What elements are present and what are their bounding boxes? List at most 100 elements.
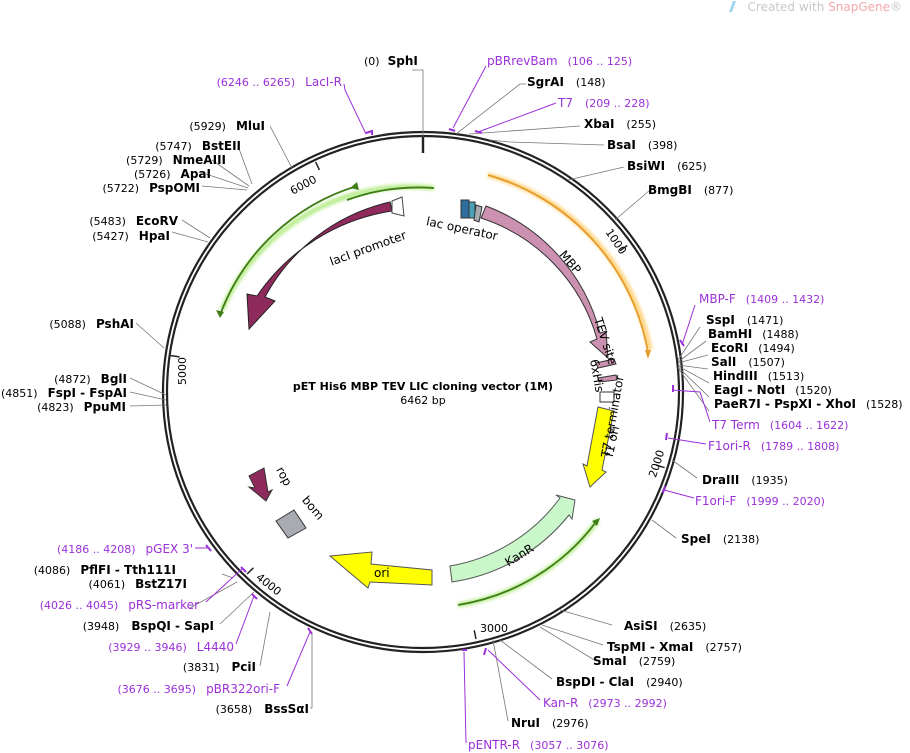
primer-mark-pbr322 [307, 627, 313, 635]
feature-lac-operator [460, 199, 470, 219]
primer-pbrrevbam: pBRrevBam(106 .. 125) [487, 54, 632, 68]
primer-leaders [195, 65, 711, 744]
primer-mark-l4440 [251, 593, 258, 600]
primer-mark-mbpf [679, 339, 685, 347]
site-paer7i: PaeR7I - PspXI - XhoI(1528) [714, 397, 903, 411]
orf-kanr-arrow [592, 518, 600, 526]
site-bsai: BsaI(398) [607, 138, 677, 152]
primer-l4440: (3929 .. 3946)L4440 [108, 640, 234, 654]
site-fspi: (4851)FspI - FspAI [1, 386, 127, 400]
site-sspi: SspI(1471) [706, 313, 783, 327]
site-pcii: (3831)PciI [183, 660, 256, 674]
primer-mbpf-leader [681, 304, 696, 346]
orf-laci-arrow [216, 310, 224, 318]
site-eagi-noti: EagI - NotI(1520) [714, 383, 832, 397]
feature-bom [275, 509, 307, 539]
site-pspomi: (5722)PspOMI [102, 181, 200, 195]
site-nmeaiii: (5729)NmeAIII [126, 153, 226, 167]
site-apai: (5726)ApaI [134, 167, 211, 181]
orf-laci-mid-arrow [350, 182, 359, 190]
watermark-mark: ® [890, 0, 902, 14]
ruler-tick-4000 [246, 567, 254, 575]
primer-mark-kanr [483, 647, 487, 656]
primer-pbrrevbam-leader [452, 65, 487, 129]
plasmid-title: pET His6 MBP TEV LIC cloning vector (1M)… [293, 380, 553, 407]
site-xbai: XbaI(255) [584, 117, 656, 131]
ruler-tick-6000 [314, 161, 321, 171]
site-tspmi: TspMI - XmaI(2757) [607, 640, 742, 654]
feature-ori [328, 551, 433, 589]
primer-labels-left: (3676 .. 3695)pBR322ori-F (3929 .. 3946)… [40, 75, 342, 696]
watermark: Created with SnapGene® [728, 0, 902, 14]
orf-mbp [487, 174, 649, 353]
orf-laci-right [346, 186, 435, 201]
ruler-label-5000: 5000 [176, 357, 189, 385]
label-his: 6xHis [587, 358, 607, 393]
site-sgrai: SgrAI(148) [527, 75, 606, 89]
plasmid-length: 6462 bp [400, 394, 445, 407]
primer-prs-leader [205, 567, 244, 603]
site-bsiwi: BsiWI(625) [627, 159, 707, 173]
site-labels-left: (3658)BssSαI (3831)PciI (3948)BspQI - Sa… [1, 119, 309, 716]
feature-laci [246, 201, 393, 331]
primer-laci-r: (6246 .. 6265)LacI-R [217, 75, 342, 89]
site-hpai: (5427)HpaI [92, 229, 170, 243]
site-ecori: EcoRI(1494) [711, 341, 795, 355]
orf-kanr [457, 521, 597, 606]
primer-pgex-3: (4186 .. 4208)pGEX 3' [57, 542, 193, 556]
primer-t7term-leader [671, 389, 711, 423]
primer-pentr-r: pENTR-R(3057 .. 3076) [468, 738, 609, 752]
primer-mbp-f: MBP-F(1409 .. 1432) [699, 292, 824, 306]
primer-pbr322ori-f: (3676 .. 3695)pBR322ori-F [118, 682, 281, 696]
primer-laci-r-leader [343, 83, 367, 135]
ruler-label-6000: 6000 [288, 173, 319, 198]
site-bgli: (4872)BglI [54, 372, 127, 386]
primer-kanr-leader [487, 649, 541, 701]
primer-marks [205, 128, 685, 656]
primer-t7-leader [477, 102, 557, 133]
primer-mark-t7 [474, 130, 483, 134]
site-spei: SpeI(2138) [681, 532, 759, 546]
plasmid-name: pET His6 MBP TEV LIC cloning vector (1M) [293, 380, 553, 393]
site-pshai: (5088)PshAI [49, 317, 134, 331]
site-bspdi: BspDI - ClaI(2940) [556, 675, 683, 689]
primer-t7-term: T7 Term(1604 .. 1622) [711, 418, 848, 432]
primer-pbr322-leader [286, 631, 311, 687]
site-bamhi: BamHI(1488) [708, 327, 799, 341]
site-draiii: DraIII(1935) [702, 473, 788, 487]
primer-pentrr-leader [463, 651, 467, 744]
site-labels-right: (0)SphI SgrAI(148) XbaI(255) BsaI(398) B… [364, 54, 903, 730]
site-bsteii: (5747)BstEII [155, 139, 241, 153]
label-ori: ori [374, 566, 390, 580]
orf-indicators [216, 172, 653, 608]
primer-kan-r: Kan-R(2973 .. 2992) [543, 696, 667, 710]
label-rop: rop [273, 464, 295, 488]
site-leaders [129, 69, 710, 722]
feature-mbp [480, 205, 609, 360]
primer-mark-f1orir [665, 432, 668, 441]
label-f1-ori: f1 ori [602, 425, 622, 459]
orf-mbp-arrow [645, 350, 651, 359]
watermark-brand: SnapGene [828, 0, 890, 14]
primer-labels: pBRrevBam(106 .. 125) T7(209 .. 228) MBP… [468, 54, 848, 752]
site-ppumi: (4823)PpuMI [37, 400, 126, 414]
primer-mark-pgex [205, 544, 212, 552]
orf-laci-glow [219, 184, 435, 311]
label-bom: bom [299, 493, 327, 522]
ruler-tick-5000 [170, 354, 180, 358]
primer-mark-laci-r [365, 129, 373, 135]
site-nrui: NruI(2976) [511, 716, 589, 730]
feature-lac-box [473, 204, 483, 223]
ruler-tick-1000 [619, 244, 628, 252]
feature-labels: lacI lacI promoter lac operator MBP TEV … [273, 214, 626, 580]
ruler-tick-3000 [473, 630, 477, 640]
feature-tev-site [595, 358, 617, 369]
label-laci: lacI [296, 241, 321, 265]
primer-mark-pbrrevbam [448, 128, 456, 132]
site-sali: SalI(1507) [711, 355, 785, 369]
ruler-label-2000: 2000 [646, 448, 667, 479]
features [246, 196, 618, 589]
site-hindiii: HindIII(1513) [713, 369, 804, 383]
